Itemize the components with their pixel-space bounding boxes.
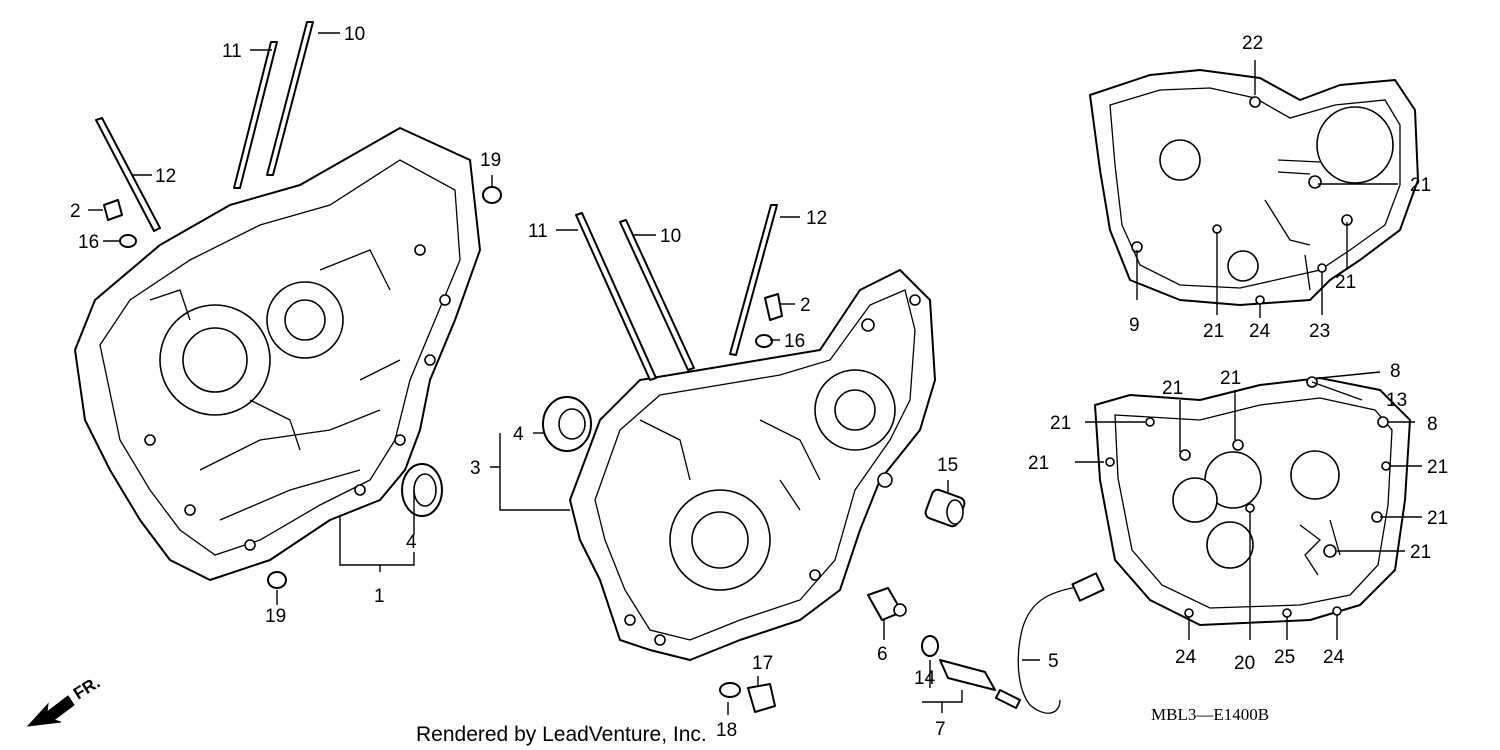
callout-21: 21	[1427, 508, 1448, 529]
callout-12: 12	[155, 166, 176, 187]
left-crankcase-half[interactable]	[74, 127, 481, 581]
callout-21: 21	[1427, 457, 1448, 478]
callout-21: 21	[1410, 175, 1431, 196]
gasket-lower[interactable]	[1094, 376, 1411, 626]
callout-1: 1	[374, 586, 385, 607]
oil-seal-4-left[interactable]	[401, 463, 443, 517]
callout-19: 19	[265, 606, 286, 627]
sensor-wire-5[interactable]	[995, 572, 1105, 714]
callout-16: 16	[78, 232, 99, 253]
bushing-15[interactable]	[924, 488, 966, 528]
callout-labels: 11 10 12 2 16 19 4 1 19 11 10 12 2 16 4 …	[70, 24, 1448, 741]
callout-12: 12	[806, 208, 827, 229]
callout-24: 24	[1323, 647, 1345, 668]
washer-18[interactable]	[719, 682, 741, 698]
callout-10: 10	[660, 226, 681, 247]
stud-10-mid[interactable]	[619, 219, 695, 371]
callout-21: 21	[1220, 368, 1241, 389]
front-direction-indicator: FR.	[26, 673, 103, 727]
washer-16-mid[interactable]	[755, 334, 773, 348]
callout-21: 21	[1203, 321, 1224, 342]
callout-17: 17	[752, 653, 773, 674]
callout-21: 21	[1028, 453, 1049, 474]
callout-4: 4	[513, 424, 524, 445]
callout-7: 7	[935, 719, 946, 740]
callout-21: 21	[1050, 413, 1071, 434]
callout-24: 24	[1249, 321, 1271, 342]
callout-13: 13	[1386, 390, 1407, 411]
callout-10: 10	[344, 24, 365, 45]
callout-11: 11	[528, 221, 548, 242]
callout-21: 21	[1335, 272, 1356, 293]
callout-2: 2	[800, 295, 811, 316]
callout-24: 24	[1175, 647, 1197, 668]
callout-4: 4	[406, 532, 417, 553]
switch-6[interactable]	[867, 587, 907, 621]
credit-text: Rendered by LeadVenture, Inc.	[416, 723, 707, 746]
callout-20: 20	[1234, 653, 1255, 674]
sensor-7[interactable]	[939, 659, 996, 691]
dowel-19-top[interactable]	[482, 186, 502, 204]
callout-2: 2	[70, 201, 81, 222]
washer-14[interactable]	[921, 635, 939, 657]
stud-12-mid[interactable]	[729, 204, 778, 356]
dowel-19-bottom[interactable]	[267, 571, 287, 589]
callout-21: 21	[1162, 378, 1183, 399]
front-arrow-icon	[26, 695, 75, 727]
callout-8: 8	[1427, 414, 1438, 435]
callout-5: 5	[1048, 651, 1059, 672]
callout-23: 23	[1309, 321, 1330, 342]
right-crankcase-half[interactable]	[569, 269, 936, 661]
callout-15: 15	[937, 455, 958, 476]
callout-9: 9	[1129, 315, 1140, 336]
callout-8: 8	[1390, 361, 1401, 382]
callout-3: 3	[470, 458, 481, 479]
bolt-17[interactable]	[747, 683, 776, 713]
stud-10-left[interactable]	[266, 21, 314, 176]
dowel-bolt-2-left[interactable]	[103, 199, 123, 221]
callout-11: 11	[222, 41, 242, 62]
callout-18: 18	[716, 720, 737, 741]
stud-11-mid[interactable]	[575, 212, 657, 381]
callout-6: 6	[877, 644, 888, 665]
diagram-code: MBL3—E1400B	[1151, 705, 1269, 724]
gasket-upper[interactable]	[1089, 69, 1419, 306]
stud-12-left[interactable]	[95, 117, 161, 232]
front-label: FR.	[70, 673, 103, 704]
callout-19: 19	[480, 150, 501, 171]
stud-11-left[interactable]	[233, 41, 278, 189]
callout-22: 22	[1242, 33, 1263, 54]
oil-seal-4-mid[interactable]	[542, 396, 592, 452]
callout-25: 25	[1274, 647, 1295, 668]
callout-14: 14	[914, 668, 936, 689]
washer-16-left[interactable]	[119, 234, 137, 248]
callout-21: 21	[1410, 542, 1431, 563]
dowel-bolt-2-mid[interactable]	[764, 293, 783, 321]
callout-16: 16	[784, 331, 805, 352]
leader-lines	[88, 32, 1422, 715]
